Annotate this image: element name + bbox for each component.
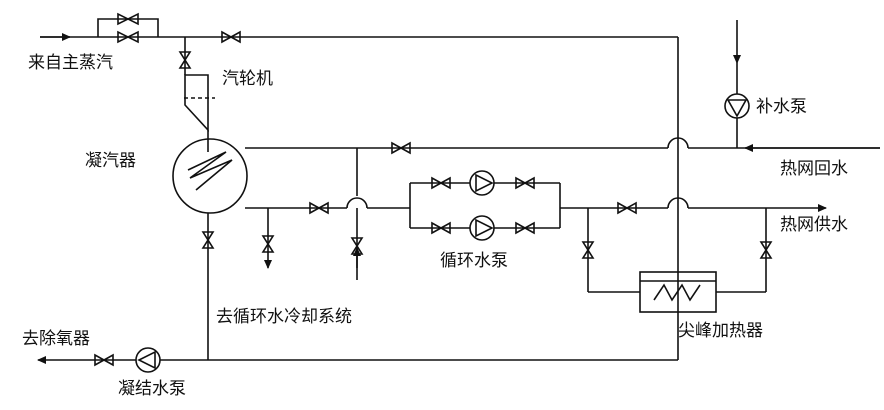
label-cooling-system: 去循环水冷却系统 <box>216 307 352 327</box>
label-condensate-pump: 凝结水泵 <box>118 379 186 399</box>
turbine-icon <box>184 74 215 152</box>
steam-line-valve-2-icon <box>221 30 241 44</box>
circ-pump-loop <box>409 182 561 229</box>
peak-heater-icon <box>639 271 717 313</box>
turbine-inlet-valve-icon <box>178 51 192 69</box>
return-water-pipe <box>245 137 880 196</box>
circ-pump-valve-2-icon <box>515 176 535 190</box>
main-steam-pipe <box>40 18 679 360</box>
peak-heater-pipe <box>587 208 767 293</box>
label-makeup-pump: 补水泵 <box>756 97 807 117</box>
condenser-icon <box>172 138 248 360</box>
peak-heater-valve-2-icon <box>759 241 773 259</box>
makeup-pump-icon <box>724 93 750 119</box>
circ-pump-valve-3-icon <box>431 221 451 235</box>
return-line-valve-icon <box>391 141 411 155</box>
label-condenser: 凝汽器 <box>85 151 136 171</box>
circ-pump-2-icon <box>469 215 495 241</box>
label-supply-water: 热网供水 <box>780 215 848 235</box>
circ-pump-valve-1-icon <box>431 176 451 190</box>
cooling-drain-valve-icon <box>261 235 275 253</box>
label-peak-heater: 尖峰加热器 <box>678 321 763 341</box>
steam-line-valve-icon <box>117 30 139 44</box>
condenser-outlet-valve-icon <box>201 231 215 249</box>
label-main-steam: 来自主蒸汽 <box>28 53 113 73</box>
circ-pump-1-icon <box>469 170 495 196</box>
supply-line-valve-icon <box>617 201 637 215</box>
label-circ-pump: 循环水泵 <box>440 251 508 271</box>
condensate-pump-icon <box>135 347 161 373</box>
bypass-valve-icon <box>117 12 139 26</box>
peak-heater-valve-1-icon <box>581 241 595 259</box>
label-turbine: 汽轮机 <box>222 69 273 89</box>
circ-line-valve-icon <box>309 201 329 215</box>
supply-water-pipe <box>560 197 827 212</box>
label-return-water: 热网回水 <box>780 159 848 179</box>
label-deaerator: 去除氧器 <box>22 329 90 349</box>
cooling-return-valve-icon <box>350 237 364 255</box>
condensate-valve-icon <box>94 353 114 367</box>
circ-pump-valve-4-icon <box>515 221 535 235</box>
